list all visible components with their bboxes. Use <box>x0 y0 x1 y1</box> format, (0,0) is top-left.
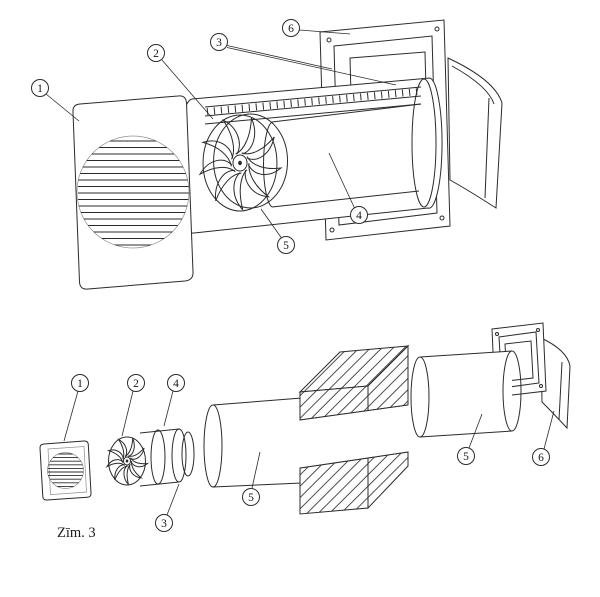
tube-left <box>203 397 303 488</box>
tube-right <box>410 350 522 438</box>
callout-top-2: 2 <box>147 44 214 120</box>
small-gravity-flap <box>540 337 571 430</box>
callout-bottom-5-left: 5 <box>242 451 261 506</box>
callout-bottom-6: 6 <box>532 410 555 466</box>
callout-bottom-5-left-label: 5 <box>248 492 254 504</box>
callout-top-3: 3 <box>210 33 397 86</box>
callout-top-6: 6 <box>282 19 351 37</box>
callout-top-2-label: 2 <box>153 48 159 60</box>
callout-top-5-label: 5 <box>283 240 289 252</box>
wall-section-block <box>298 344 410 515</box>
callout-top-6-label: 6 <box>288 23 294 35</box>
callout-top-1: 1 <box>31 79 80 122</box>
callout-bottom-4-label: 4 <box>173 378 179 390</box>
callout-bottom-3-label: 3 <box>161 518 167 530</box>
callout-top-4: 4 <box>328 152 368 224</box>
callout-bottom-5-right-label: 5 <box>463 451 469 463</box>
callout-bottom-6-label: 6 <box>538 452 544 464</box>
fan-impeller <box>197 114 287 211</box>
slide-grille <box>204 86 422 125</box>
callout-bottom-1: 1 <box>63 374 89 442</box>
inner-tube <box>263 103 422 208</box>
small-front-grille-panel <box>39 440 92 501</box>
callout-bottom-3: 3 <box>155 483 180 532</box>
duct-tube <box>176 77 443 234</box>
figure-caption: Zīm. 3 <box>57 525 96 541</box>
gravity-flap <box>447 57 503 209</box>
mounting-ring <box>181 431 195 477</box>
small-fan-impeller <box>105 437 149 485</box>
callout-bottom-1-label: 1 <box>77 378 83 390</box>
callout-top-5: 5 <box>260 208 295 254</box>
bottom-assembly: 1 2 4 3 5 5 6 <box>39 322 571 541</box>
callout-bottom-5-right: 5 <box>457 413 483 465</box>
callout-bottom-2: 2 <box>121 374 145 437</box>
front-grille-panel <box>72 95 194 290</box>
callout-top-4-label: 4 <box>356 210 362 222</box>
fan-motor-body <box>139 428 187 487</box>
callout-top-1-label: 1 <box>37 83 43 95</box>
top-assembly: 1 2 3 6 4 5 <box>31 19 503 290</box>
callout-top-3-label: 3 <box>216 37 222 49</box>
callout-bottom-2-label: 2 <box>133 378 139 390</box>
callout-bottom-4: 4 <box>163 374 185 427</box>
